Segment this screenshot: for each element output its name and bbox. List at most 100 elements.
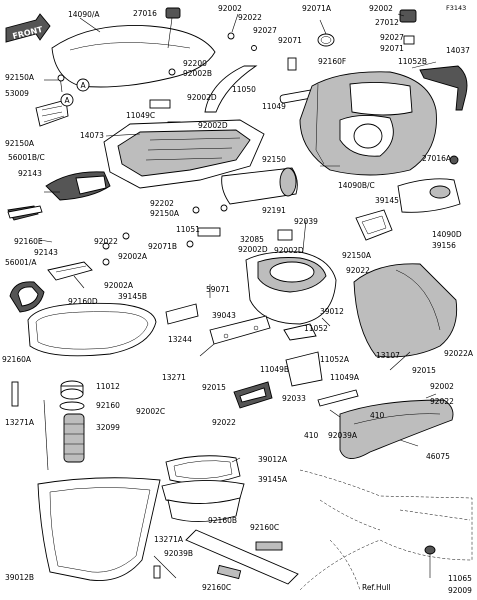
label-92022a: 92022A [444, 349, 474, 358]
label-92002-c: 92002 [430, 382, 454, 391]
label-92200: 92200 [183, 59, 207, 68]
label-39145b: 39145B [118, 292, 147, 301]
ref-hull-label: Ref.Hull [362, 583, 391, 592]
label-59071: 59071 [206, 285, 230, 294]
tray-39012a [165, 455, 241, 484]
label-92015-a: 92015 [412, 366, 436, 375]
reference-hull [299, 469, 473, 591]
label-39156: 39156 [432, 241, 456, 250]
label-92027-b: 92027 [253, 26, 277, 35]
label-14090-a: 14090/A [68, 10, 100, 19]
label-92022-c: 92022 [346, 266, 370, 275]
label-11051: 11051 [176, 225, 200, 234]
label-410-b: 410 [304, 431, 319, 440]
front-arrow: FRONT [5, 13, 51, 43]
leader-lines [39, 13, 437, 463]
cover-92160d [47, 261, 93, 281]
label-13244: 13244 [168, 335, 192, 344]
label-92039b: 92039B [164, 549, 193, 558]
label-92160b: 92160B [208, 516, 237, 525]
plate-13244 [165, 303, 199, 325]
gasket-39145b [27, 302, 157, 357]
label-92022-e: 92022 [430, 397, 454, 406]
grommet-92071a [317, 33, 335, 47]
label-92160d: 92160D [68, 297, 98, 306]
label-39145a: 39145A [258, 475, 288, 484]
label-14090d: 14090D [432, 230, 462, 239]
label-92150a-b: 92150A [5, 139, 35, 148]
label-27016a: 27016A [422, 154, 452, 163]
label-92039: 92039 [294, 217, 318, 226]
bracket-39043 [209, 315, 271, 345]
label-92002a-b: 92002A [104, 281, 134, 290]
label-11012: 11012 [96, 382, 120, 391]
label-410-a: 410 [370, 411, 385, 420]
gasket-39145 [355, 209, 393, 241]
label-92009: 92009 [448, 586, 472, 595]
label-92143-a: 92143 [18, 169, 42, 178]
label-11049a: 11049A [330, 373, 360, 382]
duct-92191 [221, 167, 298, 205]
label-13271a-b: 13271A [154, 535, 184, 544]
label-53009: 53009 [5, 89, 29, 98]
label-32085: 32085 [240, 235, 264, 244]
label-92015-b: 92015 [202, 383, 226, 392]
label-11052: 11052 [304, 324, 328, 333]
label-92143-b: 92143 [34, 248, 58, 257]
label-92150a-c: 92150A [150, 209, 180, 218]
label-92160a: 92160A [2, 355, 32, 364]
label-92071a: 92071A [302, 4, 332, 13]
label-92191: 92191 [262, 206, 286, 215]
callout-a-1 [60, 93, 74, 107]
svg-text:A: A [81, 81, 87, 90]
label-92022-a: 92022 [238, 13, 262, 22]
label-92160c-a: 92160C [250, 523, 279, 532]
mat-92160b [185, 529, 299, 585]
bucket-39012b [37, 477, 161, 582]
label-56001-a: 56001/A [5, 258, 37, 267]
label-92002c: 92002C [136, 407, 165, 416]
deck-panel-39156 [353, 263, 458, 358]
label-92160f: 92160F [318, 57, 346, 66]
label-46075: 46075 [426, 452, 450, 461]
figure-code: F3143 [446, 4, 466, 12]
handle-cover-14037 [419, 65, 468, 111]
label-39012: 39012 [320, 307, 344, 316]
label-92160: 92160 [96, 401, 120, 410]
label-14037: 14037 [446, 46, 470, 55]
callout-a-2 [76, 78, 90, 92]
label-92071b: 92071B [148, 242, 177, 251]
label-11065: 11065 [448, 574, 472, 583]
label-92071-a: 92071 [380, 44, 404, 53]
label-92002-a: 92002 [218, 4, 242, 13]
label-92002b: 92002B [183, 69, 212, 78]
label-92002d-c: 92002D [238, 245, 268, 254]
label-39145: 39145 [375, 196, 399, 205]
label-56001bc: 56001B/C [8, 153, 45, 162]
label-92002d-b: 92002D [198, 121, 228, 130]
label-39012a: 39012A [258, 455, 288, 464]
label-27016: 27016 [133, 9, 157, 18]
label-13271: 13271 [162, 373, 186, 382]
label-92071-b: 92071 [278, 36, 302, 45]
label-27012: 27012 [375, 18, 399, 27]
label-92022-b: 92022 [94, 237, 118, 246]
part-labels: 14090/A 27016 92002 92022 92071A 92002 2… [2, 4, 474, 595]
label-11049c: 11049C [126, 111, 155, 120]
label-92027-a: 92027 [380, 33, 404, 42]
hatch-strap-27016 [165, 7, 181, 19]
label-11052b: 11052B [398, 57, 427, 66]
hinge-11050 [204, 65, 258, 113]
label-92002d-a: 92002D [187, 93, 217, 102]
latch-27012 [399, 9, 417, 23]
label-14090bc: 14090B/C [338, 181, 375, 190]
label-11052a: 11052A [320, 355, 350, 364]
label-13271a-a: 13271A [5, 418, 35, 427]
label-13107: 13107 [376, 351, 400, 360]
label-92160c-b: 92160C [202, 583, 231, 592]
label-11049: 11049 [262, 102, 286, 111]
label-39012b: 39012B [5, 573, 34, 582]
grab-handle-46075 [339, 399, 454, 459]
label-32099: 32099 [96, 423, 120, 432]
